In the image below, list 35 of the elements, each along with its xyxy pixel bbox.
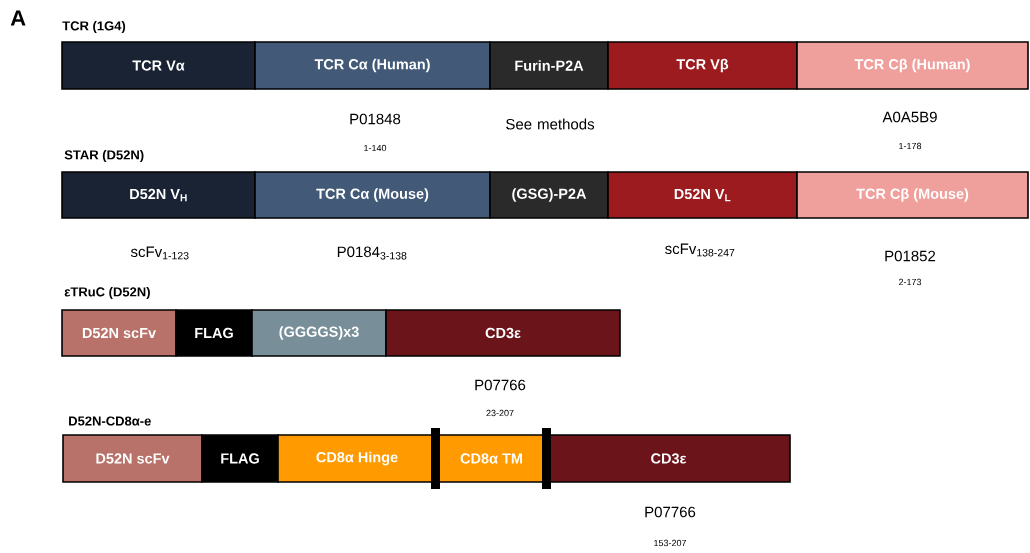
- accession-label: scFv$_{138-247}$: [665, 243, 735, 257]
- segment-box: D52N V$_{L}$: [607, 171, 798, 219]
- segment-box: CD3ε: [385, 309, 621, 357]
- accession-label: P01852: [885, 250, 936, 262]
- segment-box: CD3ε: [546, 434, 791, 483]
- accession-label: P07766: [645, 506, 696, 518]
- segment-box: TCR Vβ: [607, 41, 798, 90]
- segment-box: D52N scFv: [62, 434, 203, 483]
- segment-box: FLAG: [201, 434, 279, 483]
- segment-box: TCR Cα (Mouse): [254, 171, 491, 219]
- segment-box: Furin-P2A: [489, 41, 609, 90]
- accession-label: P01848: [350, 113, 401, 125]
- residue-range: 23-207: [486, 409, 514, 417]
- segment-box: TCR Cα (Human): [254, 41, 491, 90]
- accession-label: P0184$_{3-138}$: [337, 246, 407, 260]
- segment-box: FLAG: [175, 309, 253, 357]
- residue-range: 2-173: [898, 278, 922, 286]
- segment-box: (GSG)-P2A: [489, 171, 609, 219]
- accession-label: scFv$_{1-123}$: [130, 246, 189, 260]
- segment-box: TCR Cβ (Mouse): [796, 171, 1029, 219]
- residue-range: 1-178: [899, 142, 922, 150]
- residue-range: 153-207: [654, 539, 687, 547]
- segment-box: TCR Cβ (Human): [796, 41, 1029, 90]
- segment-box: (GGGGS)x3: [251, 309, 387, 357]
- construct-title: εTRuC (D52N): [64, 286, 150, 300]
- panel-letter: A: [10, 10, 26, 26]
- accession-label: See methods: [506, 118, 595, 130]
- segment-box: CD8α Hinge: [277, 434, 437, 483]
- accession-label: P07766: [475, 379, 526, 391]
- segment-box: D52N scFv: [61, 309, 177, 357]
- segment-box: CD8α TM: [435, 434, 548, 483]
- residue-range: 1-140: [364, 144, 387, 152]
- segment-box: TCR Vα: [61, 41, 256, 90]
- accession-label: A0A5B9: [882, 111, 937, 123]
- segment-box: D52N V$_{H}$: [61, 171, 256, 219]
